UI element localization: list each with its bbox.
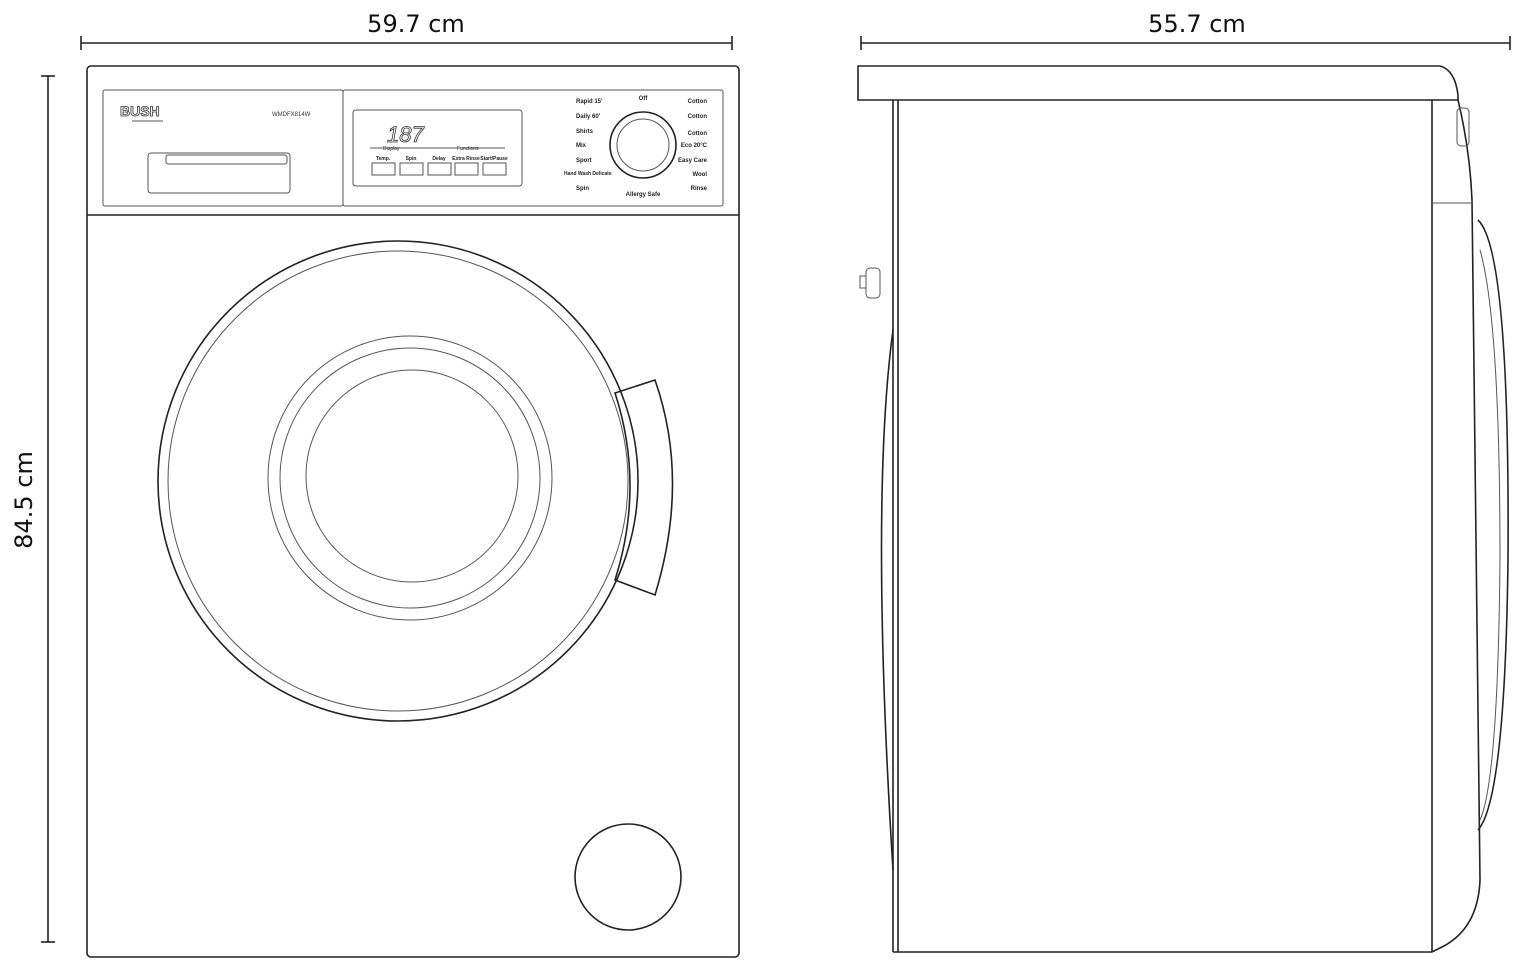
door-outer-ring[interactable] bbox=[157, 240, 639, 722]
dial-right-label: Easy Care bbox=[678, 158, 708, 164]
dial-left-label: Hand Wash Delicate bbox=[564, 171, 612, 177]
dial-right-label: Cotton bbox=[688, 99, 708, 105]
lcd-display bbox=[352, 109, 523, 187]
spin-button-label: Spin bbox=[406, 156, 417, 162]
dial-left-label: Shirts bbox=[576, 129, 594, 135]
dial-right-label: Rinse bbox=[691, 186, 708, 192]
height-label: 84.5 cm bbox=[10, 451, 38, 549]
depth-label: 55.7 cm bbox=[1148, 10, 1246, 38]
start-pause-button[interactable] bbox=[482, 162, 507, 176]
front-view: BUSH WMDFX814W 187 Display Functions Tem… bbox=[86, 65, 740, 958]
extra-rinse-button[interactable] bbox=[454, 162, 479, 176]
dial-right-label: Cotton bbox=[688, 131, 708, 137]
delay-button-label: Delay bbox=[432, 156, 446, 162]
program-dial[interactable] bbox=[609, 111, 677, 179]
dial-right-label: Cotton bbox=[688, 114, 708, 120]
dial-allergy-safe-label: Allergy Safe bbox=[626, 192, 661, 198]
height-dimension: 84.5 cm bbox=[10, 75, 55, 943]
dial-left-label: Rapid 15' bbox=[576, 99, 603, 105]
dial-left-label: Daily 60' bbox=[576, 114, 601, 120]
functions-label: Functions bbox=[457, 146, 479, 152]
dial-left-label: Spin bbox=[576, 186, 589, 192]
extra-rinse-button-label: Extra Rinse bbox=[452, 156, 480, 162]
side-door-profile bbox=[1477, 219, 1509, 831]
dial-off-label: Off bbox=[639, 96, 649, 102]
dial-right-label: Wool bbox=[692, 172, 707, 178]
brand-logo: BUSH bbox=[120, 103, 160, 119]
detergent-drawer bbox=[147, 152, 291, 194]
depth-dimension: 55.7 cm bbox=[860, 10, 1511, 50]
dial-left-label: Mix bbox=[576, 143, 587, 149]
side-view bbox=[857, 65, 1509, 953]
door-glass bbox=[267, 335, 553, 621]
door-handle[interactable] bbox=[613, 378, 674, 597]
dial-right-label: Eco 20°C bbox=[681, 143, 708, 149]
width-dimension: 59.7 cm bbox=[80, 10, 733, 50]
temp-button[interactable] bbox=[371, 162, 396, 176]
model-number: WMDFX814W bbox=[272, 112, 311, 118]
width-label: 59.7 cm bbox=[367, 10, 465, 38]
spin-button[interactable] bbox=[399, 162, 424, 176]
display-label: Display bbox=[383, 146, 400, 152]
delay-button[interactable] bbox=[427, 162, 452, 176]
filter-cover[interactable] bbox=[574, 823, 682, 931]
start-pause-button-label: Start/Pause bbox=[480, 156, 508, 162]
display-digits: 187 bbox=[387, 122, 424, 147]
dial-left-label: Sport bbox=[576, 158, 592, 164]
temp-button-label: Temp. bbox=[376, 156, 391, 162]
